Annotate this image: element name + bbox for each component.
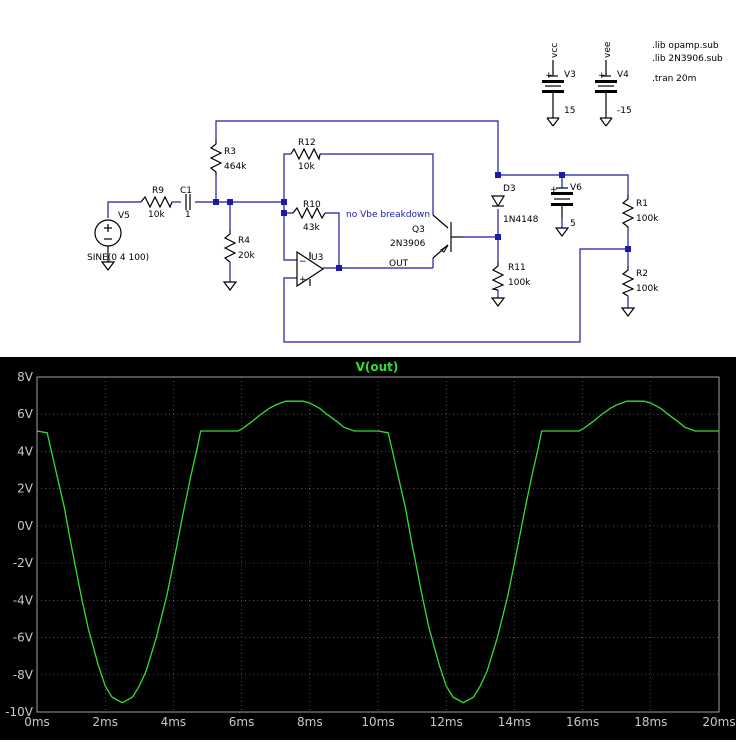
x-axis-ticks: 0ms 2ms 4ms 6ms 8ms 10ms 12ms 14ms 16ms 18ms 20ms bbox=[24, 715, 735, 729]
supply-v3[interactable]: vcc + V3 15 bbox=[542, 43, 576, 127]
x-tick-label: 0ms bbox=[24, 715, 50, 729]
v5-name: V5 bbox=[118, 211, 130, 221]
x-tick-label: 20ms bbox=[702, 715, 735, 729]
resistor-r10[interactable]: R10 43k bbox=[292, 200, 326, 233]
r2-value: 100k bbox=[636, 284, 659, 294]
waveform-plot-panel[interactable]: V(out) 8V 6V 4V 2V 0V -2V -4V -6V -8V -10V 0ms 2ms… bbox=[0, 357, 736, 740]
plot-title: V(out) bbox=[356, 360, 399, 374]
r11-value: 100k bbox=[508, 278, 531, 288]
y-tick-label: -10V bbox=[5, 705, 34, 719]
v6-name: V6 bbox=[570, 183, 582, 193]
supply-v4[interactable]: vee + V4 -15 bbox=[595, 41, 632, 127]
d3-name: D3 bbox=[503, 184, 516, 194]
v4-name: V4 bbox=[617, 70, 629, 80]
v4-value: -15 bbox=[617, 106, 632, 116]
y-tick-label: 8V bbox=[17, 370, 34, 384]
transistor-q3[interactable]: Q3 2N3906 bbox=[390, 214, 463, 259]
source-v6[interactable]: + V6 5 bbox=[550, 183, 582, 237]
svg-text:+: + bbox=[545, 71, 553, 81]
c1-name: C1 bbox=[180, 186, 192, 196]
opamp-u3[interactable]: − + U3 bbox=[296, 250, 325, 288]
c1-value: 1 bbox=[185, 210, 191, 220]
resistor-r3[interactable]: R3 464k bbox=[209, 140, 247, 175]
net-label-vcc: vcc bbox=[550, 43, 560, 58]
svg-text:+: + bbox=[550, 185, 558, 195]
y-tick-label: -8V bbox=[13, 668, 34, 682]
directive-lib-opamp[interactable]: .lib opamp.sub bbox=[652, 41, 719, 51]
directive-lib-2n3906[interactable]: .lib 2N3906.sub bbox=[652, 54, 723, 64]
r4-value: 20k bbox=[238, 251, 255, 261]
diode-d3[interactable]: D3 1N4148 bbox=[490, 184, 539, 225]
x-tick-label: 6ms bbox=[229, 715, 255, 729]
v3-name: V3 bbox=[564, 70, 576, 80]
resistor-r11[interactable]: R11 100k bbox=[490, 262, 531, 307]
r4-name: R4 bbox=[238, 236, 250, 246]
r9-value: 10k bbox=[148, 210, 165, 220]
v5-value: SINE(0 4 100) bbox=[87, 253, 149, 263]
v6-value: 5 bbox=[570, 219, 576, 229]
r1-value: 100k bbox=[636, 214, 659, 224]
no-vbe-breakdown-note[interactable]: no Vbe breakdown bbox=[346, 210, 430, 220]
x-tick-label: 16ms bbox=[566, 715, 599, 729]
resistor-r4[interactable]: R4 20k bbox=[222, 230, 255, 291]
resistor-r2[interactable]: R2 100k bbox=[620, 266, 659, 317]
y-axis-ticks: 8V 6V 4V 2V 0V -2V -4V -6V -8V -10V bbox=[5, 370, 34, 719]
r12-value: 10k bbox=[298, 162, 315, 172]
r12-name: R12 bbox=[298, 138, 316, 148]
resistor-r1[interactable]: R1 100k bbox=[621, 195, 659, 228]
y-tick-label: 2V bbox=[17, 482, 34, 496]
v3-value: 15 bbox=[564, 106, 575, 116]
y-tick-label: 6V bbox=[17, 407, 34, 421]
d3-value: 1N4148 bbox=[503, 215, 539, 225]
wires bbox=[107, 120, 629, 343]
u3-name: U3 bbox=[311, 253, 323, 263]
junctions bbox=[213, 172, 631, 271]
x-tick-label: 2ms bbox=[92, 715, 118, 729]
directive-tran[interactable]: .tran 20m bbox=[652, 74, 696, 84]
r3-value: 464k bbox=[224, 162, 247, 172]
x-tick-label: 4ms bbox=[161, 715, 187, 729]
r10-value: 43k bbox=[303, 223, 320, 233]
y-tick-label: 0V bbox=[17, 519, 34, 533]
r11-name: R11 bbox=[508, 263, 526, 273]
x-tick-label: 8ms bbox=[297, 715, 323, 729]
source-v5[interactable]: V5 SINE(0 4 100) bbox=[87, 211, 149, 271]
resistor-r12[interactable]: R12 10k bbox=[290, 138, 321, 172]
q3-value: 2N3906 bbox=[390, 239, 426, 249]
trace-v-out[interactable] bbox=[36, 400, 719, 704]
r1-name: R1 bbox=[636, 199, 648, 209]
svg-text:+: + bbox=[299, 275, 307, 285]
y-tick-label: 4V bbox=[17, 444, 34, 458]
r2-name: R2 bbox=[636, 269, 648, 279]
r9-name: R9 bbox=[152, 186, 164, 196]
r10-name: R10 bbox=[303, 200, 321, 210]
x-tick-label: 10ms bbox=[361, 715, 394, 729]
svg-text:−: − bbox=[299, 257, 307, 267]
x-tick-label: 14ms bbox=[498, 715, 531, 729]
y-tick-label: -4V bbox=[13, 593, 34, 607]
x-tick-label: 18ms bbox=[634, 715, 667, 729]
plot-grid bbox=[36, 376, 720, 713]
plot-frame[interactable] bbox=[36, 376, 720, 713]
q3-name: Q3 bbox=[412, 225, 425, 235]
r3-name: R3 bbox=[224, 147, 236, 157]
schematic-panel[interactable]: .lib opamp.sub .lib 2N3906.sub .tran 20m… bbox=[0, 0, 736, 357]
svg-text:+: + bbox=[598, 71, 606, 81]
net-label-vee: vee bbox=[603, 41, 613, 58]
resistor-r9[interactable]: R9 10k bbox=[140, 186, 173, 220]
y-tick-label: -2V bbox=[13, 556, 34, 570]
y-tick-label: -6V bbox=[13, 631, 34, 645]
capacitor-c1[interactable]: C1 1 bbox=[180, 186, 192, 220]
out-net-label: OUT bbox=[389, 259, 409, 269]
x-tick-label: 12ms bbox=[430, 715, 463, 729]
